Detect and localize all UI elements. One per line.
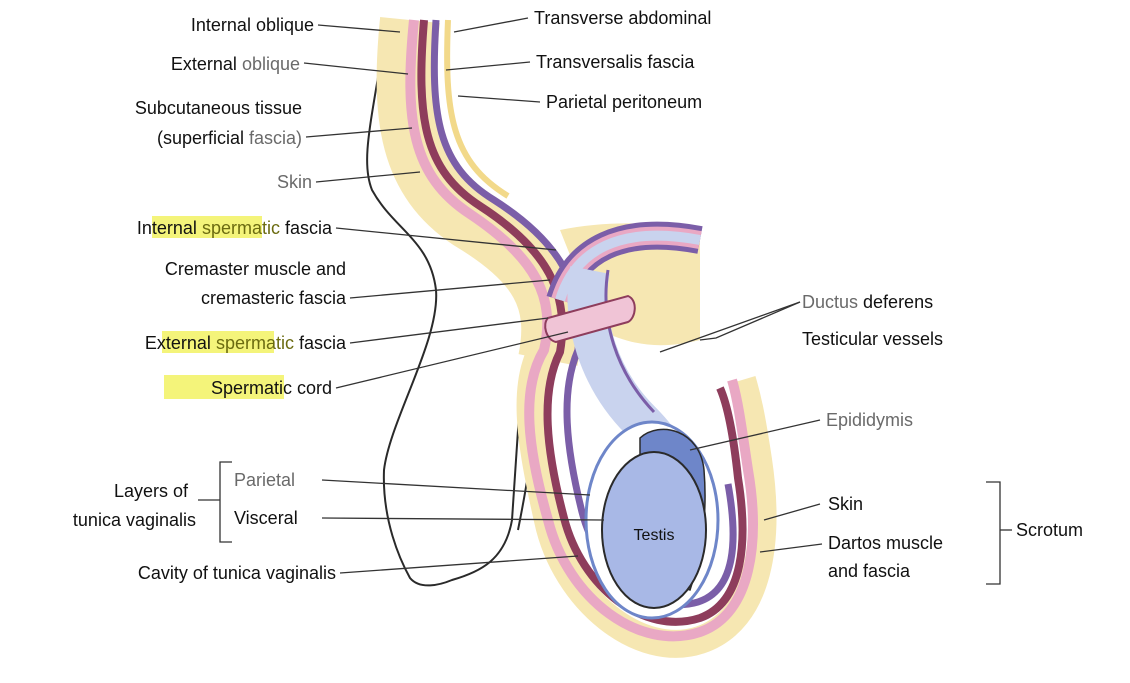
anatomy-illustration: Testis [367,20,762,644]
label-parietal-peritoneum: Parietal peritoneum [546,92,702,112]
label-ductus-deferens: Ductus deferens [802,292,933,312]
label-skin-scrotum: Skin [828,494,863,514]
label-epididymis: Epididymis [826,410,913,430]
label-scrotum: Scrotum [1016,520,1083,540]
label-layers-line2: tunica vaginalis [73,510,196,530]
label-visceral: Visceral [234,508,298,528]
bracket-scrotum [986,482,1000,584]
label-subcutaneous-line1: Subcutaneous tissue [135,98,302,118]
left-labels: Internal oblique External oblique Subcut… [73,15,347,583]
label-testicular-vessels: Testicular vessels [802,329,943,349]
label-parietal: Parietal [234,470,295,490]
label-external-spermatic-fascia: External spermatic fascia [145,333,347,353]
label-cremaster-line2: cremasteric fascia [201,288,347,308]
leader-external-spermatic [350,318,548,343]
leader-transversalis [446,62,530,70]
label-internal-spermatic-fascia: Internal spermatic fascia [137,218,333,238]
leader-peritoneum [458,96,540,102]
bracket-tunica [198,462,232,542]
label-layers-line1: Layers of [114,481,189,501]
label-internal-oblique: Internal oblique [191,15,314,35]
testis-label: Testis [634,527,675,544]
label-transverse-abdominal: Transverse abdominal [534,8,711,28]
label-skin-top: Skin [277,172,312,192]
leader-cavity [340,556,578,573]
leader-transverse-abdominal [454,18,528,32]
label-subcutaneous-line2: (superficial fascia) [157,128,302,148]
label-cremaster-line1: Cremaster muscle and [165,259,346,279]
label-cavity: Cavity of tunica vaginalis [138,563,336,583]
label-external-oblique: External oblique [171,54,300,74]
label-dartos-line1: Dartos muscle [828,533,943,553]
label-transversalis-fascia: Transversalis fascia [536,52,695,72]
label-spermatic-cord: Spermatic cord [211,378,332,398]
label-dartos-line2: and fascia [828,561,911,581]
